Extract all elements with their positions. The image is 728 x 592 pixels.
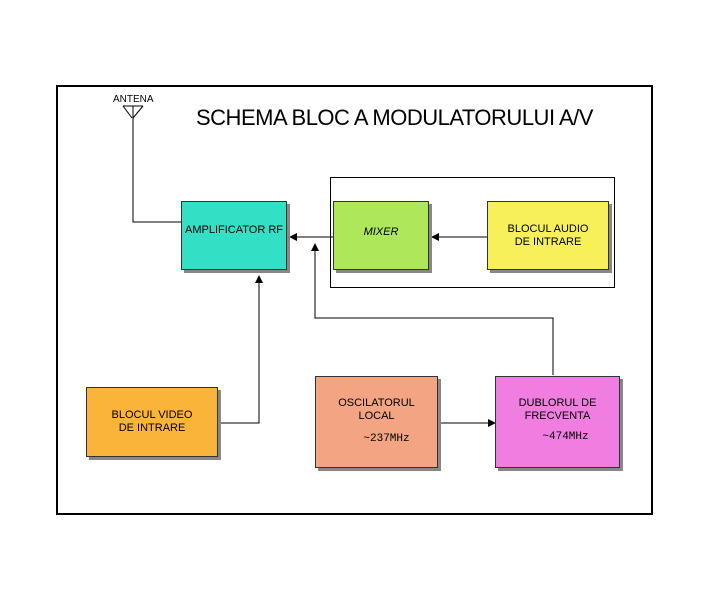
wire-antenna-amplifier xyxy=(132,118,181,223)
local-oscillator-block: OSCILATORUL LOCAL ~237MHz xyxy=(315,376,438,468)
audio-input-label-line2: DE INTRARE xyxy=(514,235,582,248)
video-input-label-line2: DE INTRARE xyxy=(118,422,186,434)
amplifier-rf-label: AMPLIFICATOR RF xyxy=(185,224,283,236)
antenna-icon xyxy=(122,105,144,119)
local-oscillator-frequency: ~237MHz xyxy=(363,433,410,445)
wire-doubler-amplifier xyxy=(311,243,554,375)
mixer-block: MIXER xyxy=(333,201,429,270)
frequency-doubler-block: DUBLORUL DE FRECVENTA ~474MHz xyxy=(495,376,620,468)
video-input-label-line1: BLOCUL VIDEO xyxy=(111,409,193,421)
video-input-block: BLOCUL VIDEO DE INTRARE xyxy=(86,387,218,457)
antenna-label: ANTENA xyxy=(113,94,154,105)
diagram-title: SCHEMA BLOC A MODULATORULUI A/V xyxy=(196,105,593,130)
frequency-doubler-label-line2: FRECVENTA xyxy=(524,410,591,422)
frequency-doubler-label-line1: DUBLORUL DE xyxy=(518,397,597,409)
diagram-frame xyxy=(56,85,653,515)
wire-video-amplifier xyxy=(218,275,263,424)
local-oscillator-label-line2: LOCAL xyxy=(358,410,395,422)
audio-input-block: BLOCUL AUDIO DE INTRARE xyxy=(487,201,609,270)
audio-input-label-line1: BLOCUL AUDIO xyxy=(507,222,589,235)
local-oscillator-label-line1: OSCILATORUL xyxy=(338,397,415,409)
frequency-doubler-frequency: ~474MHz xyxy=(542,431,589,443)
mixer-audio-group-frame xyxy=(330,177,615,288)
amplifier-rf-block: AMPLIFICATOR RF xyxy=(181,201,287,270)
mixer-label: MIXER xyxy=(363,226,399,238)
